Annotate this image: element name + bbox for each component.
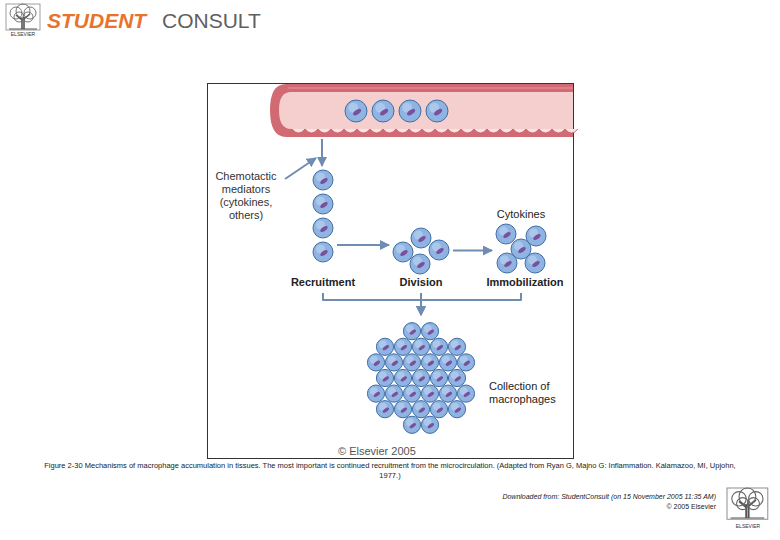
text-label: Collection of macrophages (489, 380, 569, 406)
flow-arrow (453, 250, 492, 252)
copyright-note: © 2005 Elsevier (666, 502, 716, 511)
logo-text: ELSEVIER (6, 31, 40, 37)
macrophage-cell (457, 385, 474, 402)
macrophage-cell (385, 385, 402, 402)
logo-text: STUDENT (47, 8, 146, 34)
macrophage-cell (394, 369, 411, 386)
macrophage-cell (403, 323, 420, 340)
flow-arrow (337, 244, 389, 246)
macrophage-cell (367, 385, 384, 402)
macrophage-cell (430, 369, 447, 386)
macrophage-cell (394, 338, 411, 355)
blood-vessel (270, 84, 578, 137)
macrophage-cell (421, 323, 438, 340)
macrophage-cell (525, 253, 545, 273)
elsevier-tree-logo (6, 4, 40, 30)
stage-label: Immobilization (487, 276, 564, 289)
macrophage-cell (412, 338, 429, 355)
macrophage-cell (448, 369, 465, 386)
macrophage-cell (426, 100, 448, 122)
macrophage-cell (439, 385, 456, 402)
copyright-note: © Elsevier 2005 (338, 445, 416, 458)
node-recruitment: Recruitment (313, 170, 333, 262)
mediator-label: Chemotactic mediators (cytokines, others… (209, 170, 283, 222)
stage-label: Recruitment (291, 276, 355, 289)
arrow (321, 139, 323, 166)
logo-text: ELSEVIER (727, 523, 769, 529)
stage-label: Division (400, 276, 443, 289)
macrophage-cell (372, 100, 394, 122)
macrophage-cell (313, 218, 333, 238)
macrophage-cell (410, 254, 430, 274)
macrophage-cell (430, 401, 447, 418)
arrow (285, 158, 316, 179)
macrophage-cell (385, 354, 402, 371)
figure-caption: Figure 2-30 Mechanisms of macrophage acc… (40, 461, 740, 481)
macrophage-cell (313, 170, 333, 190)
macrophage-cell (457, 354, 474, 371)
macrophage-cell (421, 385, 438, 402)
macrophage-cell (430, 338, 447, 355)
macrophage-cell (345, 100, 367, 122)
macrophage-cell (393, 242, 413, 262)
flow-arrow (323, 293, 421, 315)
macrophage-cell (412, 401, 429, 418)
macrophage-cell (439, 354, 456, 371)
macrophage-cell (412, 369, 429, 386)
macrophage-cell (399, 100, 421, 122)
macrophage-cell (421, 354, 438, 371)
macrophage-cell (394, 401, 411, 418)
node-collection: Collection of macrophages (360, 318, 482, 438)
macrophage-cell (376, 401, 393, 418)
macrophage-cell (313, 242, 333, 262)
node-division: Division (393, 228, 449, 274)
text-label: Cytokines (497, 208, 545, 221)
macrophage-cell (448, 338, 465, 355)
macrophage-cell (497, 253, 517, 273)
macrophage-cell (421, 416, 438, 433)
macrophage-cell (448, 401, 465, 418)
logo-text: CONSULT (162, 8, 261, 34)
node-immobilization: CytokinesImmobilization (496, 224, 546, 273)
macrophage-cell (376, 338, 393, 355)
macrophage-cell (403, 385, 420, 402)
macrophage-cell (403, 416, 420, 433)
macrophage-cell (496, 224, 516, 244)
macrophage-cell (313, 194, 333, 214)
macrophage-cell (411, 228, 431, 248)
macrophage-cell (367, 354, 384, 371)
download-note: Downloaded from: StudentConsult (on 15 N… (502, 492, 716, 501)
flow-arrow (421, 293, 521, 315)
elsevier-tree-logo (727, 488, 768, 519)
figure-frame (208, 84, 574, 459)
macrophage-cell (376, 369, 393, 386)
macrophage-cell (403, 354, 420, 371)
macrophage-cell (429, 240, 449, 260)
